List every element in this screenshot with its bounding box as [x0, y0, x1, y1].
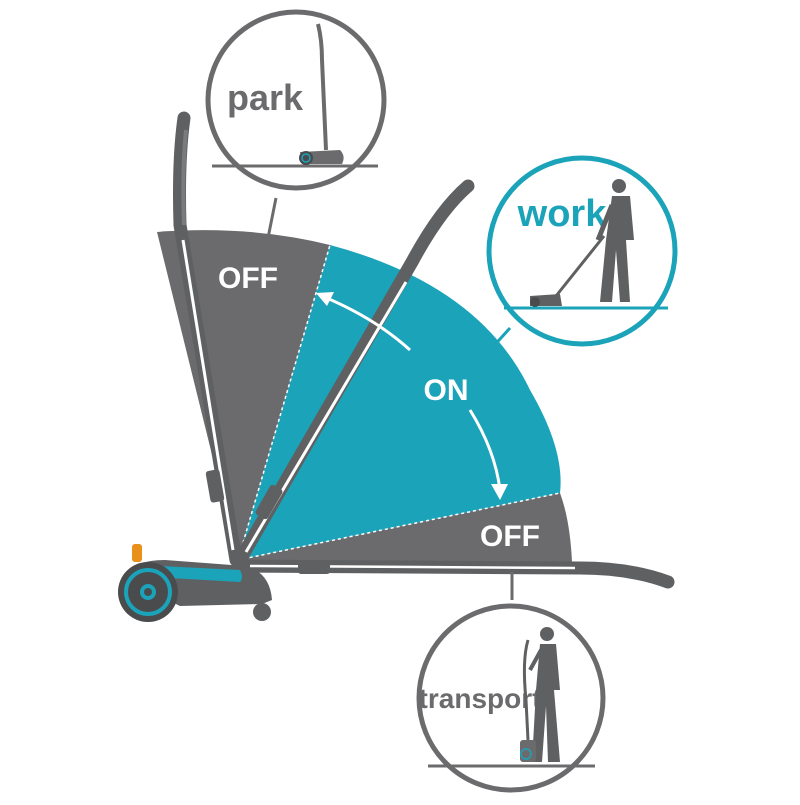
park-label: park [227, 77, 304, 118]
transport-label: transport [419, 683, 542, 714]
separator-lower [237, 492, 561, 561]
park-callout: park [205, 9, 387, 191]
separator-upper [237, 244, 331, 561]
off-zone-lower [238, 493, 572, 562]
connector-work [468, 326, 512, 374]
label-off-lower: OFF [480, 520, 540, 553]
curved-arrow-icon [316, 292, 508, 500]
label-off-upper: OFF [218, 262, 278, 295]
mower [118, 544, 272, 622]
work-person-icon [504, 179, 668, 310]
work-callout: work [486, 155, 678, 347]
mower-light [132, 544, 142, 562]
connector-park [266, 197, 278, 239]
on-zone [238, 245, 561, 560]
label-on: ON [424, 374, 469, 407]
transport-callout: transport [416, 603, 606, 793]
work-label: work [517, 193, 608, 235]
handle-park-position [173, 111, 243, 567]
park-mower-icon [212, 23, 378, 168]
handle-transport-position [233, 559, 675, 589]
transport-person-icon [428, 627, 595, 768]
